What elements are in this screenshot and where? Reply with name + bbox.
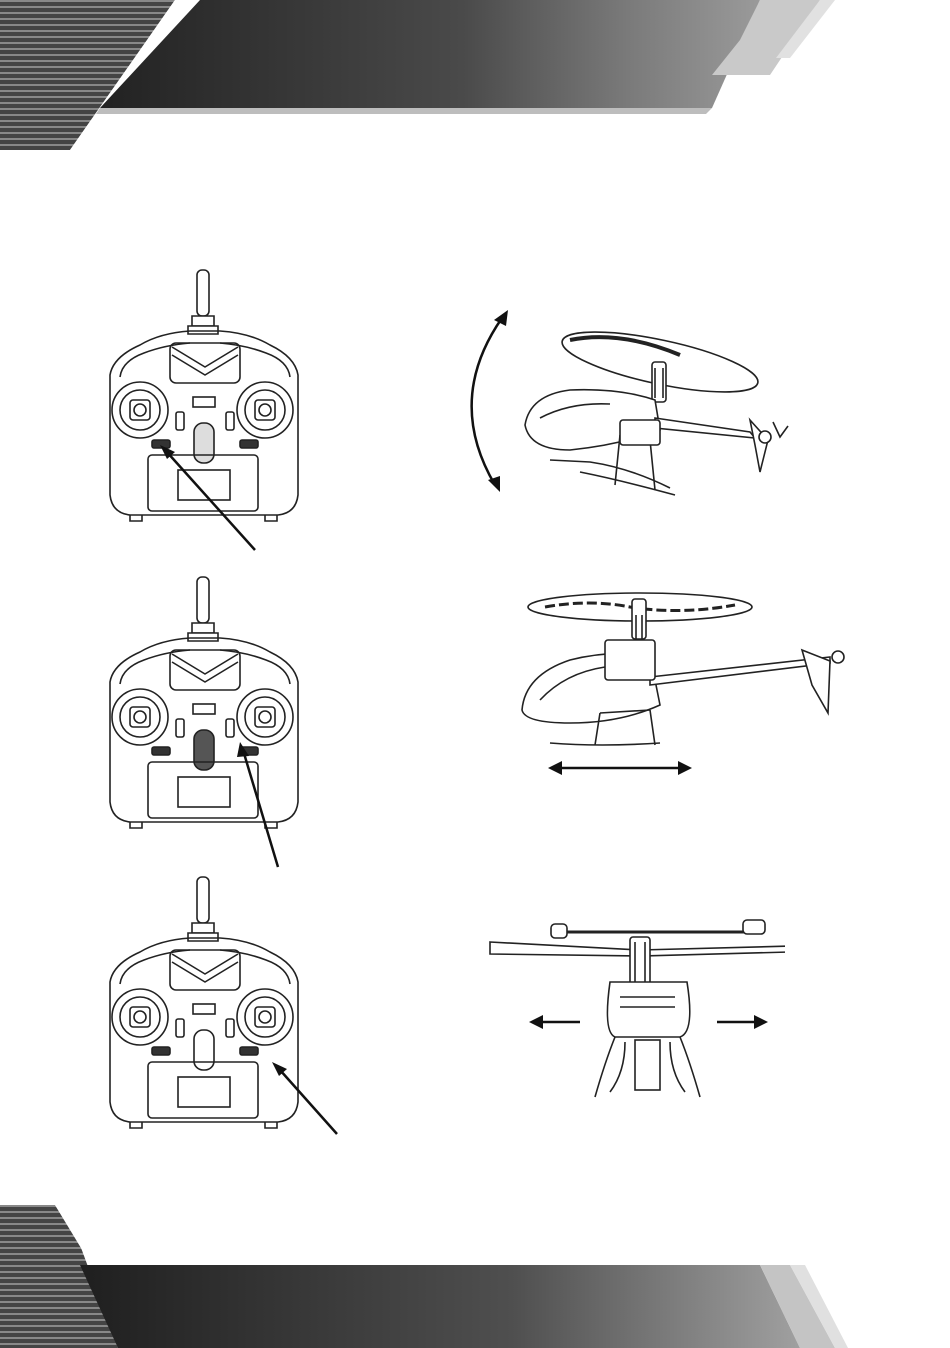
- helicopter-figure-3: [485, 912, 785, 1107]
- header-band: [0, 0, 950, 150]
- helicopter-front-view: [490, 920, 785, 1097]
- helicopter-side-view: [522, 593, 844, 745]
- pitch-arc-arrow: [472, 318, 502, 485]
- helicopter-figure-1: [450, 300, 820, 505]
- transmitter-figure-1: [100, 265, 310, 555]
- transmitter-icon: [110, 577, 298, 828]
- pointer-arrow: [280, 1070, 337, 1134]
- transmitter-icon: [110, 877, 298, 1128]
- transmitter-figure-2: [100, 572, 310, 872]
- helicopter-figure-2: [510, 585, 855, 785]
- transmitter-figure-3: [100, 872, 350, 1142]
- pointer-arrow: [243, 750, 278, 867]
- footer-band: [0, 1205, 950, 1348]
- transmitter-icon: [110, 270, 298, 521]
- helicopter-tilted-side-view: [525, 320, 788, 495]
